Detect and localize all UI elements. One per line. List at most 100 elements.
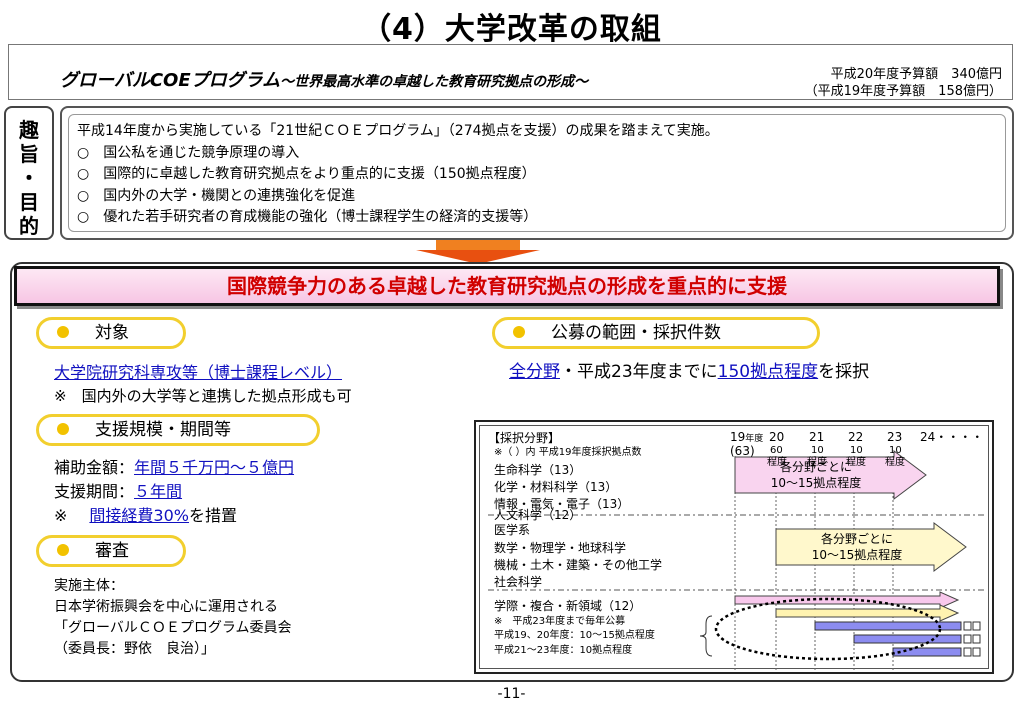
down-arrow-head-icon xyxy=(416,250,540,264)
bar-cell xyxy=(972,621,981,631)
scope-pill: 公募の範囲・採択件数 xyxy=(492,317,820,349)
field-item: 医学系 xyxy=(494,523,531,537)
purpose-item: ○ 優れた若手研究者の育成機能の強化（博士課程学生の経済的支援等） xyxy=(77,209,538,225)
program-title: グローバルCOEプログラム xyxy=(60,70,281,91)
diagram-note: ※（ ）内 平成19年度採択拠点数 xyxy=(494,447,642,458)
review-line: 「グローバルＣＯＥプログラム委員会 xyxy=(54,620,292,636)
field-item: 人文科学（12） xyxy=(494,508,582,522)
period-value: ５年間 xyxy=(134,482,183,501)
year-label: 24・・・・ xyxy=(920,430,984,444)
purpose-label: 趣 旨 ・ 目 的 xyxy=(6,118,52,238)
target-label: 対象 xyxy=(95,323,129,343)
bar-cell xyxy=(963,621,972,631)
approx-label: 程度 xyxy=(846,457,866,468)
purpose-intro: 平成14年度から実施している「21世紀ＣＯＥプログラム」（274拠点を支援）の成… xyxy=(77,123,719,139)
brace-icon xyxy=(699,615,713,657)
purpose-label-box: 趣 旨 ・ 目 的 xyxy=(4,106,54,240)
bar-cell xyxy=(963,634,972,644)
program-name: グローバルCOEプログラム～世界最高水準の卓越した教育研究拠点の形成～ xyxy=(60,66,588,92)
review-pill: 審査 xyxy=(36,535,186,567)
program-subtitle: ～世界最高水準の卓越した教育研究拠点の形成～ xyxy=(280,74,589,90)
bar-blue-3 xyxy=(892,647,962,657)
arrow-shape-1 xyxy=(734,450,927,500)
field-item: 社会科学 xyxy=(494,575,543,589)
purpose-item: ○ 国内外の大学・機関との連携強化を促進 xyxy=(77,187,356,204)
field-note: ※ 平成23年度まで毎年公募 xyxy=(494,616,626,627)
program-header xyxy=(8,44,1013,100)
review-line: 実施主体： xyxy=(54,578,124,594)
indirect-line: ※間接経費30%を措置 xyxy=(54,505,237,527)
review-line: （委員長：野依 良治）」 xyxy=(54,641,215,657)
purpose-box: 平成14年度から実施している「21世紀ＣＯＥプログラム」（274拠点を支援）の成… xyxy=(60,106,1014,240)
purpose-item: ○ 国際的に卓越した教育研究拠点をより重点的に支援（150拠点程度） xyxy=(77,166,536,182)
count-label: 60 xyxy=(770,445,783,456)
year-label: 21 xyxy=(809,430,825,444)
bar-arrow-pink xyxy=(734,591,960,609)
year-label: 22 xyxy=(848,430,864,444)
year-label: 20 xyxy=(769,430,785,444)
down-arrow-icon xyxy=(436,240,520,250)
arrow1-label: 各分野ごとに 10～15拠点程度 xyxy=(742,459,890,491)
review-line: 日本学術振興会を中心に運用される xyxy=(54,599,278,615)
bar-cell xyxy=(963,647,972,657)
field-note: 平成19、20年度：10～15拠点程度 xyxy=(494,630,655,641)
indirect-value: 間接経費30% xyxy=(89,506,189,525)
approx-label: 程度 xyxy=(767,457,787,468)
highlight-ellipse xyxy=(714,597,942,661)
bar-blue-2 xyxy=(853,634,962,644)
bullet-icon xyxy=(57,544,69,556)
scope-all-fields: 全分野 xyxy=(509,362,560,382)
selection-diagram: 【採択分野】 ※（ ）内 平成19年度採択拠点数 19年度 20 21 22 2… xyxy=(474,420,994,674)
target-note: ※ 国内外の大学等と連携した拠点形成も可 xyxy=(54,387,352,405)
target-pill: 対象 xyxy=(36,317,186,349)
scope-suffix: を採択 xyxy=(818,362,870,382)
page-title: （4）大学改革の取組 xyxy=(361,12,662,47)
purpose-label-char: 趣 xyxy=(19,118,39,142)
arrow2-label: 各分野ごとに 10～15拠点程度 xyxy=(782,531,932,563)
support-pill: 支援規模・期間等 xyxy=(36,414,320,446)
year-label: 23 xyxy=(887,430,903,444)
period-line: 支援期間：５年間 xyxy=(54,481,182,503)
scope-label: 公募の範囲・採択件数 xyxy=(551,323,721,343)
support-label: 支援規模・期間等 xyxy=(95,420,231,440)
field-item: 機械・土木・建築・その他工学 xyxy=(494,558,663,572)
main-panel xyxy=(10,262,1014,682)
year-unit: 年度 xyxy=(745,434,764,444)
diagram-graphics xyxy=(488,450,985,670)
grant-value: 年間５千万円～５億円 xyxy=(134,458,295,477)
budget-previous: （平成19年度予算額 158億円） xyxy=(804,84,1002,99)
arrow1-line: 10～15拠点程度 xyxy=(770,476,862,490)
note-mark: ※ xyxy=(54,506,68,525)
target-value-text: 大学院研究科専攻等（博士課程レベル） xyxy=(54,363,343,382)
arrow-shape-2 xyxy=(775,522,967,572)
bar-cell xyxy=(972,647,981,657)
arrow1-line: 各分野ごとに xyxy=(779,460,852,474)
field-item: 学際・複合・新領域（12） xyxy=(494,599,642,613)
grant-line: 補助金額：年間５千万円～５億円 xyxy=(54,457,294,479)
purpose-label-char: 旨 xyxy=(19,142,39,166)
selection-diagram-inner: 【採択分野】 ※（ ）内 平成19年度採択拠点数 19年度 20 21 22 2… xyxy=(479,425,989,670)
diagram-heading: 【採択分野】 xyxy=(488,431,561,445)
bar-blue-1 xyxy=(814,621,962,631)
arrow2-line: 10～15拠点程度 xyxy=(811,548,903,562)
target-value: 大学院研究科専攻等（博士課程レベル） xyxy=(54,362,342,384)
bullet-icon xyxy=(57,326,69,338)
approx-label: 程度 xyxy=(807,457,827,468)
bullet-icon xyxy=(57,423,69,435)
count-label: 10 xyxy=(850,445,863,456)
count-label: (63) xyxy=(730,444,755,458)
field-item: 情報・電気・電子（13） xyxy=(494,497,630,511)
year-label: 19 xyxy=(730,430,746,444)
purpose-label-char: 的 xyxy=(19,214,39,238)
bullet-icon xyxy=(513,326,525,338)
review-text: 実施主体： 日本学術振興会を中心に運用される 「グローバルＣＯＥプログラム委員会… xyxy=(54,576,291,660)
budget: 平成20年度予算額 340億円 （平成19年度予算額 158億円） xyxy=(790,66,1002,100)
review-label: 審査 xyxy=(95,541,129,561)
bar-arrow-yellow xyxy=(775,604,960,622)
purpose-label-char: ・ xyxy=(19,166,39,190)
count-label: 10 xyxy=(889,445,902,456)
field-note: 平成21～23年度：10拠点程度 xyxy=(494,645,633,656)
field-item: 化学・材料科学（13） xyxy=(494,480,618,494)
scope-count: 150拠点程度 xyxy=(717,362,819,382)
purpose-item: ○ 国公私を通じた競争原理の導入 xyxy=(77,144,300,161)
